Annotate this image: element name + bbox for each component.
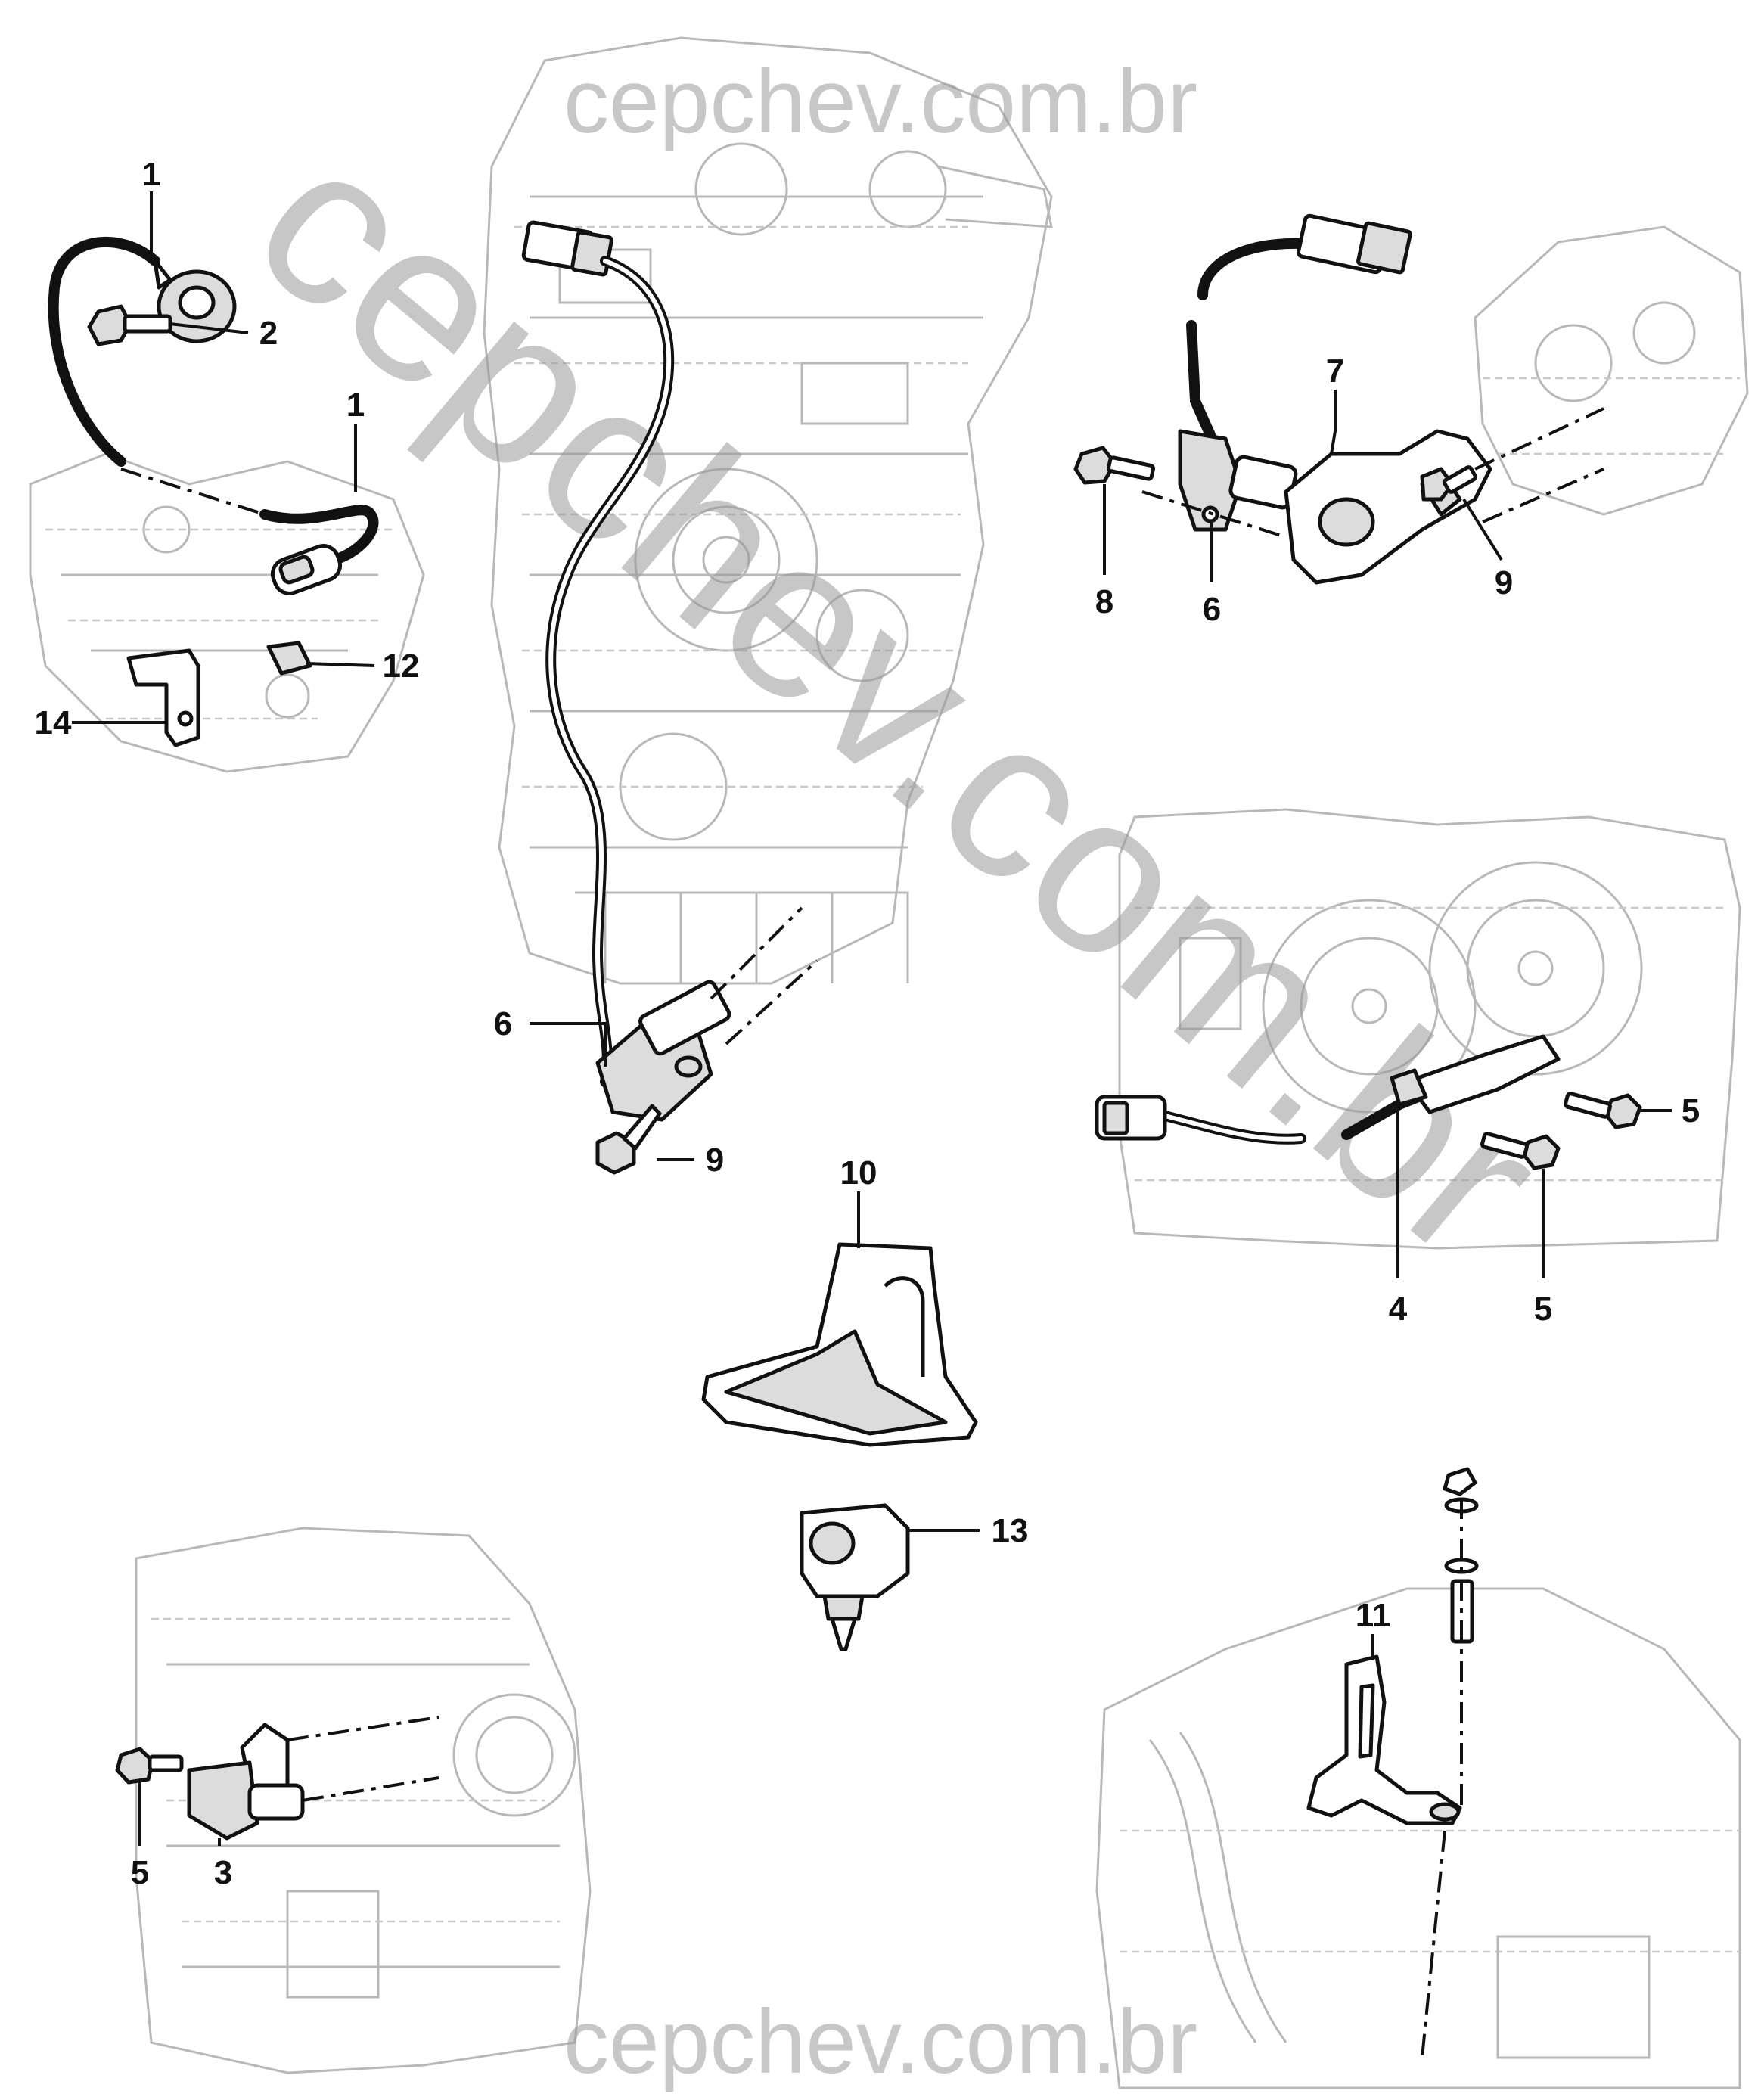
callout-9-center: 9 xyxy=(706,1142,724,1179)
engine-detail-mid-right xyxy=(1118,808,1741,1250)
callout-5-bottom-left: 5 xyxy=(131,1854,149,1891)
callout-1-lower: 1 xyxy=(346,387,365,424)
bolt-part xyxy=(87,304,172,346)
engine-detail-top-right xyxy=(1474,225,1749,516)
callout-7: 7 xyxy=(1326,353,1344,390)
bottom-left-bolt-part xyxy=(115,1747,184,1785)
sensor-cover-part xyxy=(701,1242,978,1447)
watermark-diagonal: cepchev.com.br xyxy=(210,92,1589,1306)
engine-detail-bottom-left xyxy=(135,1527,592,2074)
callout-8: 8 xyxy=(1095,583,1113,620)
engine-block-center xyxy=(483,36,1053,985)
watermark-bottom: cepchev.com.br xyxy=(564,1991,1197,2092)
watermark-top: cepchev.com.br xyxy=(564,51,1197,152)
clip-part xyxy=(266,641,312,676)
mid-right-bolt-lower-part xyxy=(1480,1132,1561,1170)
callout-14: 14 xyxy=(35,704,72,741)
callout-6-top-right: 6 xyxy=(1203,591,1221,628)
top-right-bolt-9-part xyxy=(1420,465,1477,502)
engine-detail-bottom-right xyxy=(1095,1587,1741,2089)
callout-6-center: 6 xyxy=(494,1005,512,1042)
callout-13: 13 xyxy=(992,1512,1029,1549)
crank-sensor-bracket-part xyxy=(1141,213,1604,585)
mid-right-bolt-upper-part xyxy=(1564,1092,1642,1129)
callout-4: 4 xyxy=(1389,1291,1408,1328)
callout-1-top: 1 xyxy=(142,156,160,193)
callout-12: 12 xyxy=(383,648,420,685)
engine-detail-top-left xyxy=(29,452,425,773)
callout-11: 11 xyxy=(1356,1597,1391,1634)
top-right-bolt-8-part xyxy=(1073,446,1155,485)
camshaft-sensor-mid-right-part xyxy=(1095,1034,1561,1145)
leader-lines xyxy=(72,191,1672,1846)
sensor-bracket-bottom-right-part xyxy=(1306,1467,1479,2058)
callout-5-mid-right-upper: 5 xyxy=(1682,1092,1700,1129)
grommet-part xyxy=(800,1503,910,1651)
callout-2: 2 xyxy=(259,315,278,352)
callout-3: 3 xyxy=(214,1854,232,1891)
callout-5-mid-right-lower: 5 xyxy=(1534,1291,1552,1328)
crankshaft-sensor-center-part xyxy=(521,220,818,1122)
callout-9-top-right: 9 xyxy=(1495,564,1513,601)
camshaft-sensor-bottom-left-part xyxy=(187,1716,439,1841)
callout-10: 10 xyxy=(840,1154,877,1191)
center-bolt-part xyxy=(595,1104,662,1175)
bracket-part xyxy=(126,648,200,747)
